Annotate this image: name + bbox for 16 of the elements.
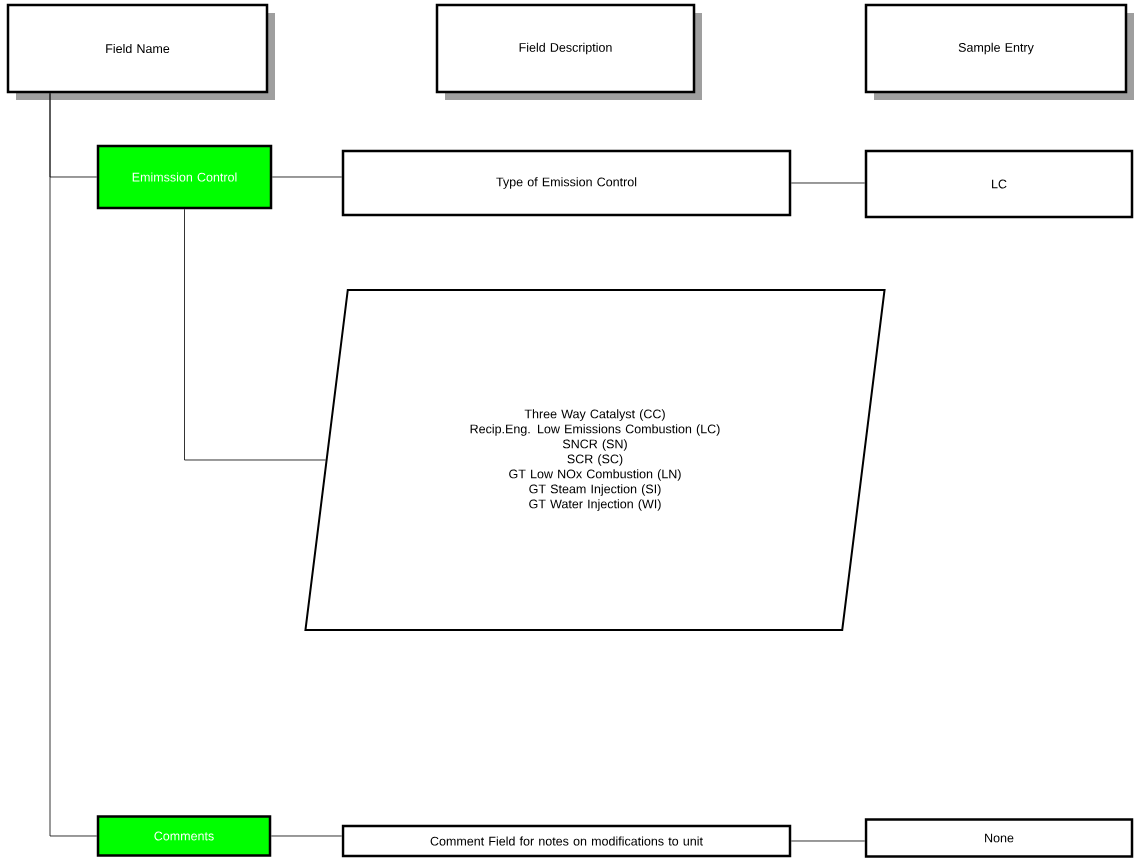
connector-line — [790, 840, 866, 842]
header-box: Field Description — [435, 3, 702, 100]
header-box: Field Name — [6, 3, 275, 100]
connector-line — [184, 208, 327, 461]
options-parallelogram: Three Way Catalyst (CC) Recip.Eng. Low Emissions Combustion (LC) SNCR (SN) SCR (SC) GT Low NOx Combustion (LN) GT Steam Injection (SI) GT Water Injection (WI) — [304, 289, 886, 631]
text-box: Type of Emission Control — [341, 149, 792, 217]
text-box: Comment Field for notes on modifications to unit — [341, 824, 792, 858]
connector-line — [790, 182, 866, 184]
field-box: Emimssion Control — [96, 144, 273, 210]
text-box: LC — [864, 149, 1134, 219]
header-box: Sample Entry — [864, 3, 1134, 100]
connector-line — [270, 835, 343, 837]
connector-line — [49, 92, 98, 837]
field-box: Comments — [96, 815, 272, 857]
text-box: None — [864, 818, 1134, 858]
connector-line — [271, 176, 343, 178]
